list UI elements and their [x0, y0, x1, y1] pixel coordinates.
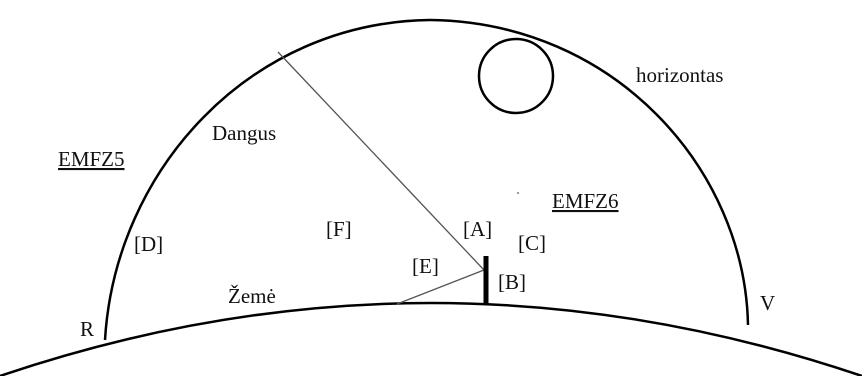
label-v: V: [760, 291, 775, 315]
label-emfz6: EMFZ6: [552, 189, 619, 213]
label-zeme: Žemė: [228, 284, 276, 308]
sight-line-sky: [277, 51, 485, 271]
label-horizontas: horizontas: [636, 63, 723, 87]
label-d: [D]: [134, 232, 163, 256]
sun-circle: [477, 37, 555, 115]
speck-dot: [517, 192, 519, 194]
label-a: [A]: [463, 217, 492, 241]
label-f: [F]: [326, 217, 352, 241]
label-dangus: Dangus: [212, 121, 276, 145]
sky-dome-arc: [103, 18, 750, 341]
label-c: [C]: [518, 231, 546, 255]
label-b: [B]: [498, 270, 526, 294]
label-e: [E]: [412, 254, 439, 278]
earth-surface-curve: [0, 301, 862, 376]
label-emfz5: EMFZ5: [58, 147, 125, 171]
sight-line-ground: [396, 269, 485, 305]
label-r: R: [80, 317, 94, 341]
